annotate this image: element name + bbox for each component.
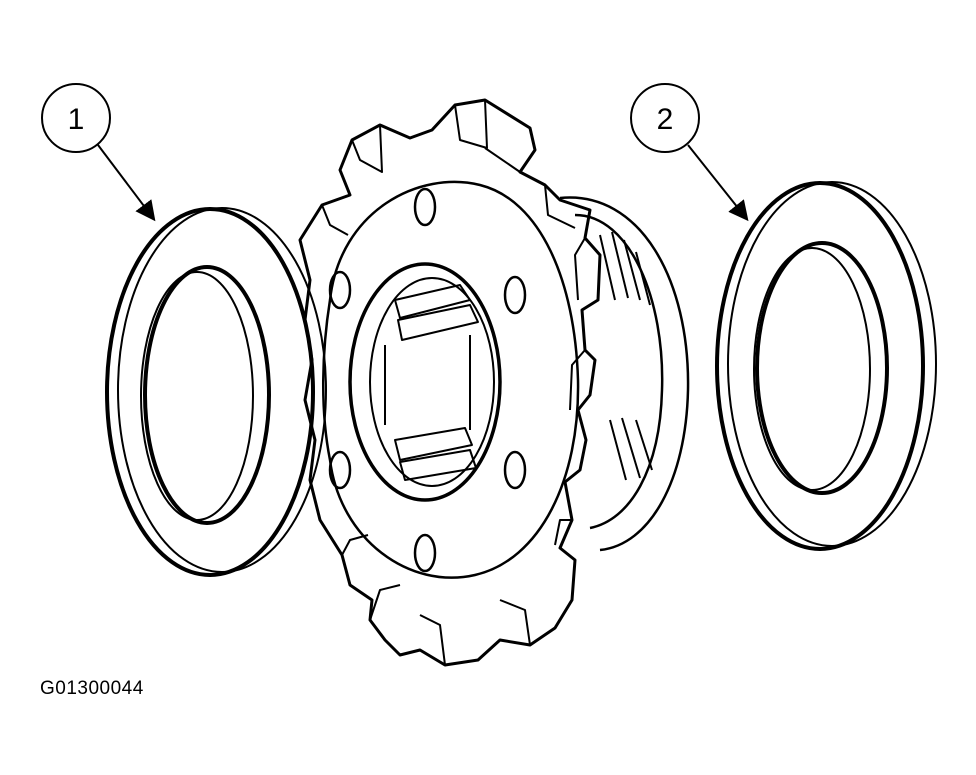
- gear-carrier-assembly: [298, 98, 690, 667]
- thrust-washer-right: [715, 181, 937, 551]
- flange-lugs: [321, 99, 586, 666]
- callout-1-label: 1: [68, 103, 85, 136]
- figure-id: G01300044: [40, 678, 144, 699]
- inner-pinion-gears: [384, 284, 479, 481]
- callout-2-label: 2: [657, 103, 674, 136]
- rear-gear-teeth: [599, 231, 653, 481]
- callout-2: 2: [630, 83, 749, 222]
- thrust-washer-left: [105, 207, 327, 577]
- bolt-holes: [328, 187, 527, 573]
- callout-1: 1: [41, 83, 156, 222]
